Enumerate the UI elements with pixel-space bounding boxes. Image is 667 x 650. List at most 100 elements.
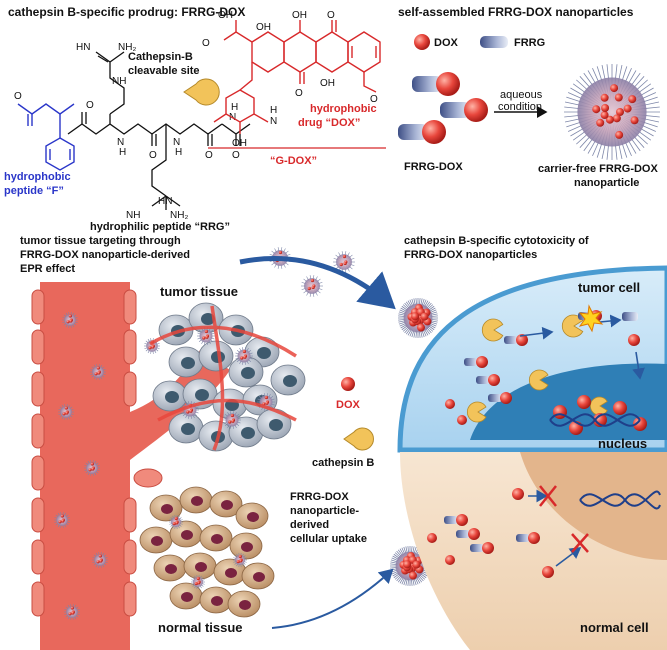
uptake-label-2: nanoparticle- [290, 505, 359, 517]
starburst-icon [578, 304, 604, 333]
tumor-cell-nucleus [201, 313, 215, 325]
atom-h-3: H [231, 102, 238, 113]
cleavable-site-label-1: Cathepsin-B [128, 51, 193, 63]
cathepsin-pacman-icon [183, 78, 220, 106]
atom-h-2: H [175, 147, 182, 158]
targeting-title-2: FRRG-DOX nanoparticle-derived [20, 249, 190, 261]
g-dox-label: “G-DOX” [270, 155, 317, 167]
nanoparticle-icon [84, 460, 100, 476]
frrg-peptide-icon [516, 534, 530, 542]
monomer-label: FRRG-DOX [404, 161, 463, 173]
uptake-label-3: derived [290, 519, 329, 531]
cathepsin-pacman-icon [481, 318, 504, 342]
nanoparticle-icon [62, 312, 78, 328]
frrg-peptide-icon [464, 358, 478, 366]
legend-frrg-label: FRRG [514, 37, 545, 49]
atom-o-2: O [149, 150, 157, 161]
nanoparticle-icon [54, 512, 70, 528]
atom-nh-bottom: NH [126, 210, 140, 221]
tumor-cell-nucleus [181, 357, 195, 369]
tumor-mass [149, 302, 306, 452]
dox-molecule-icon [476, 356, 488, 368]
tumor-cell-nucleus [283, 375, 297, 387]
uptake-label-4: cellular uptake [290, 533, 367, 545]
atom-o-4: O [232, 150, 240, 161]
dox-molecule-icon [553, 405, 567, 419]
frrg-peptide-icon [476, 376, 490, 384]
atom-oh-4: OH [320, 78, 335, 89]
hydrophobic-drug-label-1: hydrophobic [310, 103, 377, 115]
cathepsin-pacman-icon [466, 401, 487, 423]
nanoparticle-icon [235, 347, 253, 365]
cytotoxicity-title-1: cathepsin B-specific cytotoxicity of [404, 235, 589, 247]
nanoparticle-icon [191, 575, 205, 589]
tumor-cell-nucleus [257, 347, 271, 359]
atom-o-methoxy: O [370, 94, 378, 105]
nanoparticle-label-1: carrier-free FRRG-DOX [538, 163, 658, 175]
nanoparticle-icon [398, 298, 438, 338]
dox-molecule-icon [593, 413, 607, 427]
atom-o-3: O [205, 150, 213, 161]
arrow-label-2: condition [498, 101, 542, 113]
dox-molecule-icon [628, 334, 640, 346]
legend-frrg-icon [480, 36, 508, 48]
atom-o-6: O [202, 38, 210, 49]
tumor-uptake-arrow [239, 256, 396, 310]
atom-oh-5: OH [232, 138, 247, 149]
tumor-capillaries [149, 305, 297, 451]
dox-molecule-icon [456, 514, 468, 526]
dox-molecule-icon [512, 488, 524, 500]
nanoparticle-icon [390, 546, 430, 586]
vessel-nanoparticles [54, 247, 438, 620]
frrg-peptide-icon [470, 544, 484, 552]
nanoparticle-icon [564, 64, 660, 160]
dox-molecule-icon [488, 374, 500, 386]
atom-oh-2: OH [292, 10, 307, 21]
dox-label: DOX [336, 399, 361, 411]
targeting-title-1: tumor tissue targeting through [20, 235, 181, 247]
atom-hn-bottom: HN [158, 196, 172, 207]
tumor-cell-nucleus [269, 419, 283, 431]
atom-hn-top: HN [76, 42, 90, 53]
atom-o-1: O [86, 100, 94, 111]
nanoparticle-icon [92, 552, 108, 568]
arrow-label-1: aqueous [500, 89, 543, 101]
normal-cell-nucleus [247, 512, 259, 522]
dox-molecule-icon [468, 528, 480, 540]
frrg-peptide-icon [622, 312, 638, 321]
nanoparticle-icon [90, 364, 106, 380]
tumor-cell-nucleus [241, 427, 255, 439]
cytotoxicity-title-2: FRRG-DOX nanoparticles [404, 249, 537, 261]
normal-cell-nucleus [239, 600, 251, 610]
normal-cell-label: normal cell [580, 620, 649, 635]
tumor-cell-nucleus [181, 423, 195, 435]
pathway-arrow [555, 547, 582, 567]
blood-vessel [40, 282, 130, 650]
dox-molecule-icon [427, 533, 437, 543]
dox-molecule-icon [613, 401, 627, 415]
nucleus-label: nucleus [598, 436, 647, 451]
cathepsin-b-label: cathepsin B [312, 457, 374, 469]
cathepsin-pacman-icon [561, 314, 584, 338]
nanoparticle-icon [169, 515, 183, 529]
atom-h-4: H [270, 105, 277, 116]
normal-cell-nucleus [161, 504, 173, 514]
peptide-backbone [67, 112, 251, 210]
nanoparticle-label-2: nanoparticle [574, 177, 639, 189]
normal-cell-nucleus [225, 568, 237, 578]
atom-n-4: N [270, 116, 277, 127]
dox-molecule-icon [542, 566, 554, 578]
legend-dox-label: DOX [434, 37, 459, 49]
tumor-cell-nucleus [195, 389, 209, 401]
dox-molecule-icon [500, 392, 512, 404]
atom-oh-1: OH [218, 10, 233, 21]
atom-h-1: H [119, 147, 126, 158]
arginine-sidechain-top [95, 51, 125, 115]
dox-molecule-icon [445, 399, 455, 409]
dox-molecule-icon [528, 532, 540, 544]
cross-mark-icon [571, 533, 589, 553]
dna-helix-icon [549, 413, 641, 427]
nanoparticle-icon [333, 251, 355, 273]
nanoparticle-icon [223, 411, 241, 429]
pathway-arrow [632, 351, 645, 380]
